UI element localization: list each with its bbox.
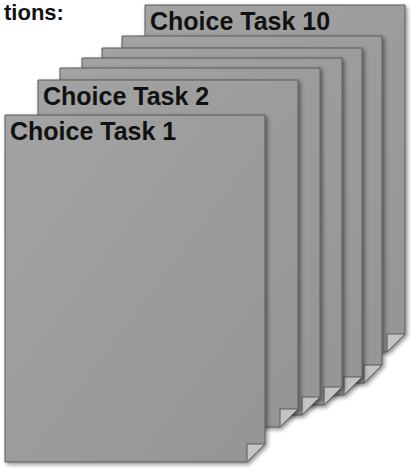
page-outline	[5, 115, 265, 462]
page-title: Choice Task 1	[5, 115, 176, 146]
page-title: Choice Task 10	[145, 5, 330, 36]
heading-fragment: tions:	[4, 0, 64, 26]
page-sheet: Choice Task 1	[5, 115, 265, 462]
page-title: Choice Task 2	[38, 80, 209, 111]
